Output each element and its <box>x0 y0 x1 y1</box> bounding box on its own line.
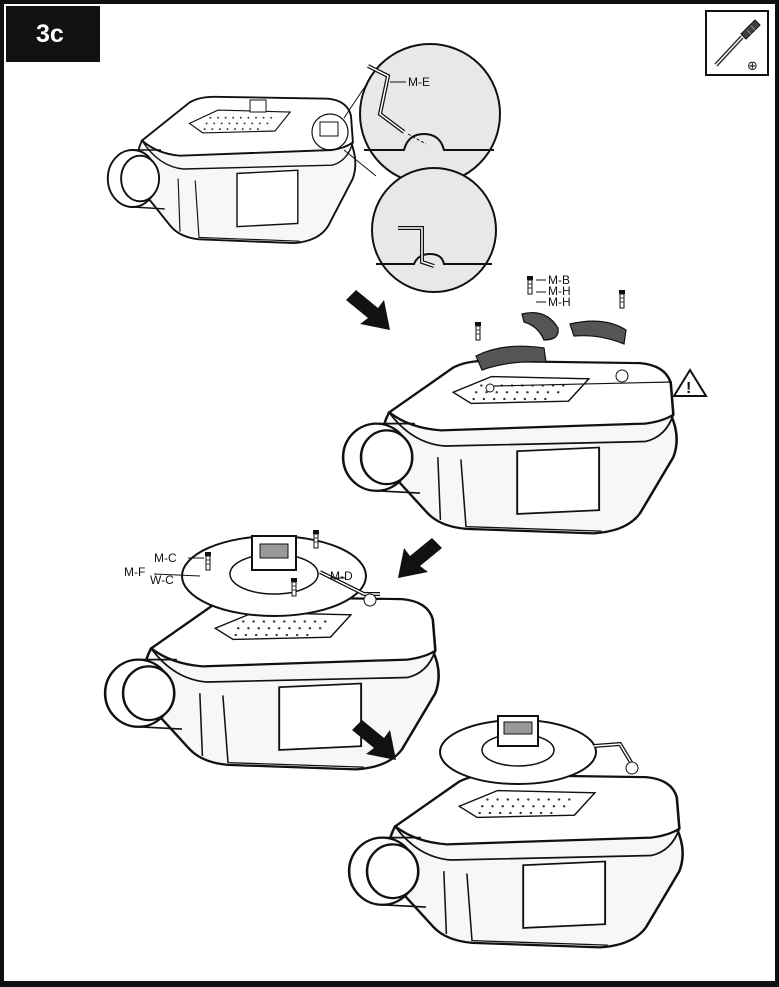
bolt-left <box>474 321 482 341</box>
tool-indicator: ⊕ <box>705 10 769 76</box>
phillips-symbol: ⊕ <box>747 59 758 74</box>
step-arrow-2 <box>398 538 442 578</box>
label-m-f: M-F <box>124 565 145 579</box>
label-w-c: W-C <box>150 573 174 587</box>
assembly-illustration: M-E M-B M-H M-H <box>103 43 708 949</box>
stage-4-projector <box>347 715 684 949</box>
warning-symbol: ! <box>686 380 691 397</box>
detail-circle-1 <box>359 43 501 185</box>
label-m-d: M-D <box>330 569 353 583</box>
label-m-c: M-C <box>154 551 177 565</box>
bolt-top <box>312 529 320 549</box>
bolt-right <box>618 289 626 309</box>
label-m-e: M-E <box>408 75 430 89</box>
bolt-center <box>290 577 298 597</box>
phillips-screwdriver-icon: ⊕ <box>714 19 761 74</box>
stage-1-projector <box>106 63 381 245</box>
stage-2-projector <box>341 312 678 535</box>
step-badge: 3c <box>6 6 100 62</box>
label-m-h-1: M-H <box>548 284 571 298</box>
step-arrow-1 <box>346 290 390 330</box>
label-m-b: M-B <box>548 273 570 287</box>
detail-circle-2 <box>371 167 497 293</box>
bolt-m-c <box>204 551 212 571</box>
bolt-m-b <box>526 275 534 295</box>
warning-triangle-icon: ! <box>672 368 708 397</box>
label-m-h-2: M-H <box>548 295 571 309</box>
